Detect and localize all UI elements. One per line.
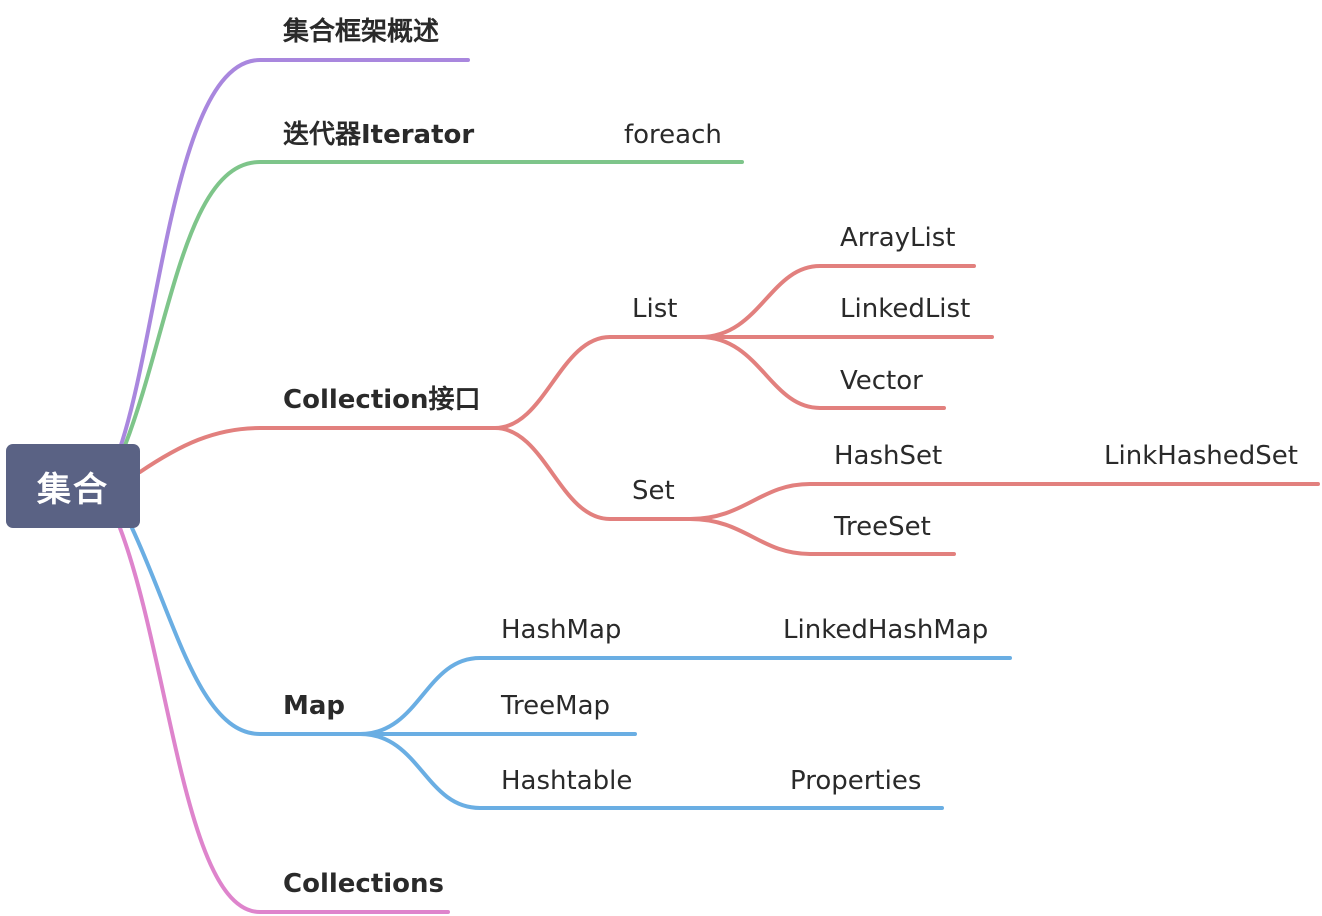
node-vector[interactable]: Vector <box>840 366 923 396</box>
connector-map <box>130 526 362 736</box>
node-map[interactable]: Map <box>283 691 346 721</box>
connector-vector <box>698 335 946 410</box>
connector-hashtable <box>358 732 944 810</box>
node-treemap[interactable]: TreeMap <box>501 691 611 721</box>
node-collection[interactable]: Collection接口 <box>283 385 481 415</box>
node-properties[interactable]: Properties <box>790 766 922 796</box>
node-hashmap[interactable]: HashMap <box>501 615 622 645</box>
connector-collection <box>138 426 497 474</box>
node-linkhashedset[interactable]: LinkHashedSet <box>1104 441 1298 471</box>
connector-overview <box>118 58 470 450</box>
connector-list <box>493 335 702 430</box>
connector-treeset <box>688 517 956 556</box>
node-overview[interactable]: 集合框架概述 <box>283 17 440 47</box>
connector-iterator <box>122 160 744 450</box>
connector-hashset <box>688 482 1320 521</box>
node-arraylist[interactable]: ArrayList <box>840 223 956 253</box>
node-hashset[interactable]: HashSet <box>834 441 943 471</box>
node-hashtable[interactable]: Hashtable <box>501 766 633 796</box>
connector-collections <box>118 526 450 914</box>
node-linkedhashmap[interactable]: LinkedHashMap <box>783 615 989 645</box>
node-list[interactable]: List <box>632 294 678 324</box>
node-linkedlist[interactable]: LinkedList <box>840 294 971 324</box>
node-iterator[interactable]: 迭代器Iterator <box>283 120 475 150</box>
node-treeset[interactable]: TreeSet <box>834 512 931 542</box>
root-node[interactable]: 集合 <box>6 444 140 528</box>
connector-set <box>493 426 692 521</box>
node-foreach[interactable]: foreach <box>624 120 722 150</box>
node-set[interactable]: Set <box>632 476 675 506</box>
connector-arraylist <box>698 264 976 339</box>
node-collections[interactable]: Collections <box>283 869 445 899</box>
connector-hashmap <box>358 656 1012 736</box>
